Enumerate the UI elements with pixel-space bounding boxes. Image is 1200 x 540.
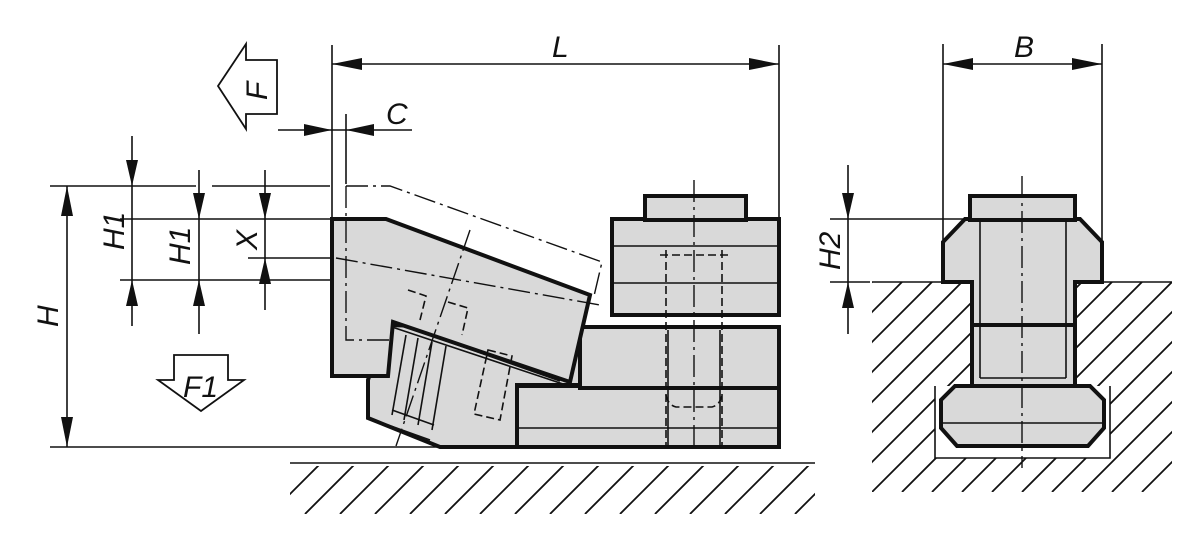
rear-base-block [515,384,781,449]
label-h2: H2 [814,231,847,270]
label-x: X [231,229,264,251]
label-f: F [241,80,274,100]
dimension-lines-right [830,44,1103,334]
rear-upper-block [610,217,781,317]
clamp-body-front [941,217,1104,327]
label-h1-inner: H1 [164,227,197,265]
screw-head [643,194,748,222]
clamping-jaw [330,217,593,385]
label-h: H [32,305,65,327]
clamp-front-section [872,176,1172,492]
dimension-lines-left [50,45,780,448]
force-arrow-f1 [155,354,247,413]
force-arrow-f [216,41,278,133]
label-f1: F1 [183,371,218,404]
label-l: L [552,31,569,64]
base-plate-hatching [290,462,815,514]
label-c: C [386,98,408,131]
rear-middle-block [578,325,781,390]
label-h1-outer: H1 [98,212,131,250]
label-b: B [1014,31,1034,64]
clamp-side-view [330,180,781,450]
